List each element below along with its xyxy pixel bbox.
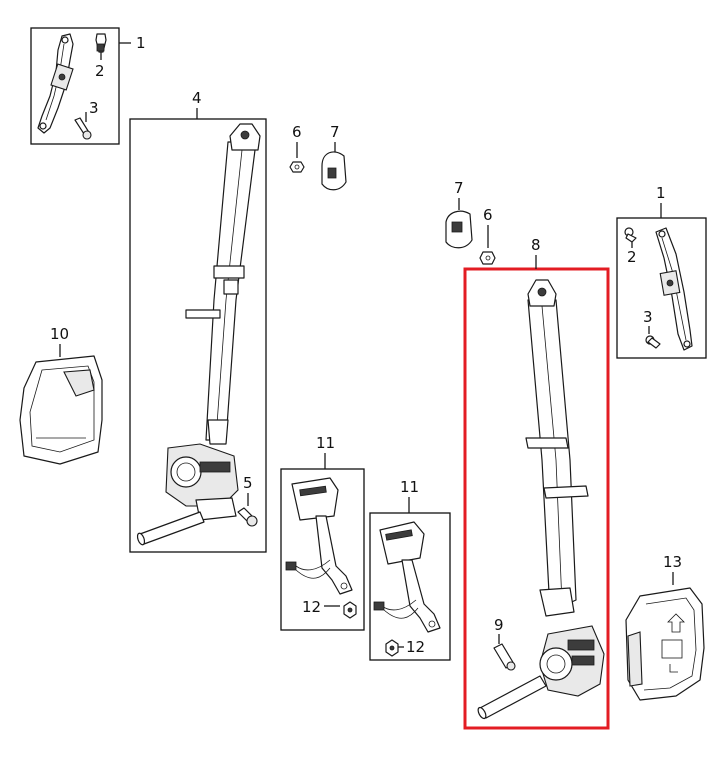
part-9-bolt[interactable]: 9 xyxy=(493,616,516,671)
part-4-box xyxy=(129,118,267,553)
part-11-box-left xyxy=(280,468,365,631)
part-1-height-adjuster-left[interactable] xyxy=(37,33,74,134)
part-12-nut-right[interactable]: 12 xyxy=(385,638,425,657)
callout-10: 10 xyxy=(50,325,69,343)
callout-2-left: 2 xyxy=(95,62,105,80)
height-adjuster-group-right: 1 2 3 xyxy=(616,184,707,359)
part-10-trim-cover[interactable]: 10 xyxy=(19,325,103,465)
part-12-nut-left[interactable]: 12 xyxy=(302,598,357,619)
callout-1-left: 1 xyxy=(136,34,146,52)
callout-7-left: 7 xyxy=(330,123,340,141)
part-1-box-left xyxy=(30,27,120,145)
height-adjuster-group-left: 1 2 3 xyxy=(30,27,146,145)
part-11-box-right xyxy=(369,512,451,661)
callout-3-right: 3 xyxy=(643,308,653,326)
callout-8: 8 xyxy=(531,236,541,254)
callout-1-right: 1 xyxy=(656,184,666,202)
callout-6-right: 6 xyxy=(483,206,493,224)
part-7-cover-left[interactable]: 7 xyxy=(321,123,347,191)
part-2-bolt-left[interactable] xyxy=(95,33,107,53)
part-7-cover-right[interactable]: 7 xyxy=(445,179,473,249)
callout-4: 4 xyxy=(192,89,202,107)
callout-3-left: 3 xyxy=(89,99,99,117)
part-11-buckle-right[interactable]: 11 12 xyxy=(369,478,451,661)
callout-11-right: 11 xyxy=(400,478,419,496)
part-13-trim-cover[interactable]: 13 xyxy=(625,553,705,701)
part-2-bolt-right[interactable]: 2 xyxy=(624,227,637,266)
callout-12-right: 12 xyxy=(406,638,425,656)
callout-11-left: 11 xyxy=(316,434,335,452)
callout-7-right: 7 xyxy=(454,179,464,197)
callout-9: 9 xyxy=(494,616,504,634)
part-5-bolt[interactable]: 5 xyxy=(237,474,258,527)
part-4-seat-belt-assembly-left[interactable]: 4 xyxy=(129,89,267,553)
part-6-nut-right[interactable]: 6 xyxy=(479,206,496,265)
callout-12-left: 12 xyxy=(302,598,321,616)
part-1-height-adjuster-right[interactable] xyxy=(655,227,693,351)
part-8-seat-belt-assembly-right[interactable]: 8 9 xyxy=(463,236,610,730)
part-3-bolt-left[interactable] xyxy=(74,117,92,140)
part-6-nut-left[interactable]: 6 xyxy=(289,123,305,173)
callout-13: 13 xyxy=(663,553,682,571)
callout-6-left: 6 xyxy=(292,123,302,141)
part-11-buckle-left[interactable]: 11 12 xyxy=(280,434,365,631)
callout-5: 5 xyxy=(243,474,253,492)
callout-2-right: 2 xyxy=(627,248,637,266)
part-3-bolt-right[interactable]: 3 xyxy=(643,308,661,349)
